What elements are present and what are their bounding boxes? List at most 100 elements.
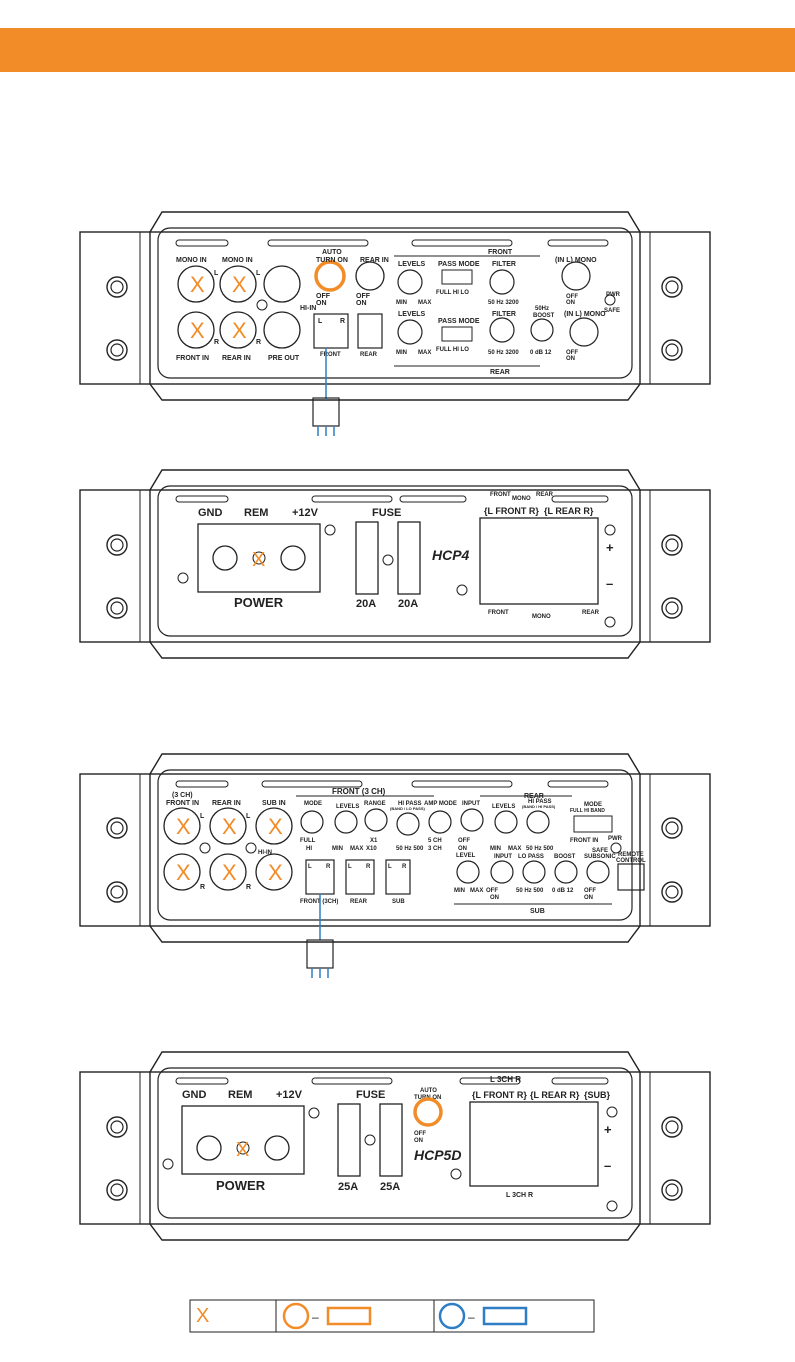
- panel-label: MODE: [584, 802, 602, 808]
- panel-label: (BAND / LO PASS): [390, 806, 425, 811]
- panel-label: X: [252, 549, 265, 571]
- legend-orange-circle: [282, 1302, 310, 1330]
- panel-label: R: [366, 864, 371, 870]
- rca-jack: [219, 265, 257, 303]
- panel-label: R: [214, 339, 219, 346]
- panel-label: REAR: [350, 899, 368, 905]
- panel-label: 0 dB 12: [552, 888, 574, 894]
- panel-label: 20A: [356, 598, 376, 610]
- panel-label: AUTO: [322, 249, 342, 256]
- model-label: HCP5D: [414, 1147, 461, 1163]
- panel-label: FRONT: [488, 249, 513, 256]
- legend-blue-rect: [482, 1306, 528, 1326]
- panel-label: FRONT: [320, 352, 341, 358]
- panel-label: CONTROL: [616, 858, 646, 864]
- auto-turn-on-knob: [413, 1097, 443, 1127]
- panel-label: BOOST: [533, 313, 555, 319]
- header-band: [0, 28, 795, 72]
- panel-label: POWER: [216, 1178, 266, 1193]
- panel-label: 25A: [380, 1181, 400, 1193]
- panel-label: MIN: [396, 350, 407, 356]
- panel-label: GND: [198, 507, 223, 519]
- panel-label: L: [318, 318, 323, 325]
- panel-label: FRONT: [488, 610, 509, 616]
- fuse: [355, 521, 379, 595]
- legend-x-mark: X: [196, 1305, 209, 1327]
- panel-label: 50 Hz 500: [396, 846, 424, 852]
- panel-label: MAX: [508, 846, 521, 852]
- panel-label: REMOTE: [618, 852, 644, 858]
- panel-label: FILTER: [492, 311, 516, 318]
- panel-label: REAR: [360, 352, 378, 358]
- label-mono-in: MONO IN: [222, 257, 253, 264]
- panel-label: MAX: [418, 300, 431, 306]
- panel-label: HI PASS: [398, 801, 422, 807]
- panel-label: HI-IN: [300, 305, 316, 312]
- panel-label: FRONT (3CH): [300, 899, 338, 905]
- panel-label: FULL HI LO: [436, 290, 469, 296]
- panel-label: 50Hz: [535, 306, 549, 312]
- panel-label: FRONT IN: [176, 355, 209, 362]
- panel-label: OFF: [458, 838, 470, 844]
- panel-label: LEVELS: [336, 804, 359, 810]
- panel-label: REAR IN: [360, 257, 389, 264]
- panel-label: L: [388, 864, 392, 870]
- panel-label: FRONT IN: [570, 838, 598, 844]
- panel-label: MODE: [304, 801, 322, 807]
- panel-label: L 3CH R: [506, 1192, 533, 1199]
- panel-label: LO PASS: [518, 854, 544, 860]
- panel-label: {L REAR R}: [544, 506, 594, 516]
- panel-label: OFF: [584, 888, 596, 894]
- panel-label: PASS MODE: [438, 318, 480, 325]
- panel-label: MONO: [512, 496, 531, 502]
- panel-label: ON: [490, 895, 499, 901]
- panel-label: PRE OUT: [268, 355, 300, 362]
- fuse: [397, 521, 421, 595]
- panel-label: +: [606, 540, 614, 555]
- panel-label: R: [256, 339, 261, 346]
- rca-jack: [263, 265, 301, 303]
- panel-label: 5 CH: [428, 838, 442, 844]
- panel-label: {L REAR R}: [530, 1090, 580, 1100]
- hi-in-connector: [313, 313, 349, 349]
- panel-label: HI: [306, 846, 312, 852]
- panel-label: OFF: [316, 293, 331, 300]
- panel-label: SUB IN: [262, 800, 286, 807]
- panel-label: GND: [182, 1089, 207, 1101]
- panel-label: MIN: [396, 300, 407, 306]
- panel-label: AMP MODE: [424, 801, 457, 807]
- panel-label: SAFE: [592, 848, 608, 854]
- panel-label: +12V: [292, 507, 319, 519]
- panel-hcp4-power: GND REM +12V X POWER FUSE 20A 20A HCP4 F…: [79, 469, 711, 659]
- panel-label: HI-IN: [258, 850, 272, 856]
- panel-label: ON: [356, 300, 367, 307]
- panel-label: SUB: [530, 908, 545, 915]
- panel-label: MAX: [418, 350, 431, 356]
- panel-label: (BAND / HI PASS): [522, 804, 556, 809]
- panel-label: {L FRONT R}: [472, 1090, 527, 1100]
- panel-label: FULL HI BAND: [570, 808, 605, 814]
- panel-label: R: [326, 864, 331, 870]
- panel-label: FULL HI LO: [436, 347, 469, 353]
- panel-label: ON: [316, 300, 327, 307]
- panel-label: X10: [366, 846, 377, 852]
- panel-label: RANGE: [364, 801, 386, 807]
- panel-label: REAR: [582, 610, 600, 616]
- legend-orange-rect: [326, 1306, 372, 1326]
- panel-label: R: [200, 884, 205, 891]
- hi-in-plug: [312, 397, 340, 427]
- panel-label: SUBSONIC: [584, 854, 616, 860]
- panel-label: OFF: [414, 1131, 426, 1137]
- speaker-terminal: [479, 517, 599, 605]
- panel-label: LEVEL: [456, 853, 476, 859]
- panel-label: X: [190, 318, 205, 343]
- panel-label: 50 Hz 3200: [488, 300, 519, 306]
- panel-label: ON: [458, 846, 467, 852]
- panel-label: 50 Hz 500: [526, 846, 554, 852]
- panel-label: REAR: [536, 492, 554, 498]
- panel-label: REM: [228, 1089, 252, 1101]
- panel-label: INPUT: [462, 801, 480, 807]
- panel-label: X: [222, 860, 237, 885]
- screw-icon: [661, 276, 683, 298]
